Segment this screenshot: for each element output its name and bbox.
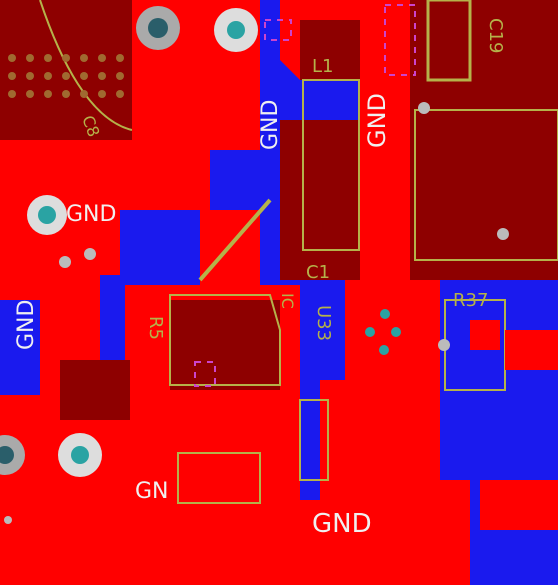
via-icon[interactable] (418, 102, 430, 114)
c19-outline (426, 0, 472, 82)
c1-body[interactable] (280, 120, 360, 280)
inductor-l1-body[interactable] (300, 20, 360, 80)
copper-pour-top-left[interactable] (0, 0, 260, 300)
cap-right-outline (414, 109, 558, 261)
bga-component[interactable] (0, 0, 132, 140)
small-pad-c[interactable] (480, 480, 558, 530)
capacitor-body-center[interactable] (170, 300, 280, 390)
via-icon[interactable] (438, 339, 450, 351)
gnd-label-vertical-left: GND (14, 300, 39, 350)
gnd-label-vertical-top: GND (258, 100, 283, 150)
left-dark-pad[interactable] (60, 360, 130, 420)
via-icon[interactable] (497, 228, 509, 240)
diagonal-trace (198, 198, 272, 282)
connector-outline (177, 452, 261, 504)
copper-pour-bottom-right[interactable] (320, 380, 470, 585)
designator-c19: C19 (485, 18, 506, 53)
gnd-label-left-pad: GND (66, 202, 116, 227)
small-pad-b[interactable] (505, 330, 558, 370)
designator-l1: L1 (312, 56, 333, 77)
c1-outline (302, 79, 360, 251)
gnd-label-bottom-left: GN (135, 479, 169, 504)
via-icon[interactable] (365, 327, 375, 337)
designator-ic: IC (278, 293, 297, 309)
via-icon[interactable] (380, 309, 390, 319)
via-icon[interactable] (391, 327, 401, 337)
via-icon[interactable] (379, 345, 389, 355)
designator-r5: R5 (145, 316, 166, 340)
cap-center-outline (169, 294, 281, 386)
bga-outline (39, 0, 133, 131)
pin1-marker-icon (264, 19, 292, 41)
gnd-label-vertical-center: GND (363, 93, 391, 148)
copper-center-pad[interactable] (200, 210, 260, 310)
designator-u33: U33 (313, 305, 334, 341)
via-icon[interactable] (59, 256, 71, 268)
copper-left-strip[interactable] (0, 140, 40, 200)
small-pad-a[interactable] (470, 320, 500, 350)
pin1-marker-icon (384, 4, 416, 76)
via-icon[interactable] (84, 248, 96, 260)
small-part-outline (299, 399, 329, 481)
designator-c1: C1 (306, 262, 330, 283)
pin1-marker-icon (194, 361, 216, 387)
copper-pour-bottom[interactable] (0, 285, 420, 585)
designator-r37: R37 (453, 290, 488, 311)
via-icon[interactable] (4, 516, 12, 524)
gnd-label-bottom-right: GND (312, 509, 372, 539)
bga-ball-grid (8, 54, 124, 98)
capacitor-body-right[interactable] (410, 100, 558, 280)
